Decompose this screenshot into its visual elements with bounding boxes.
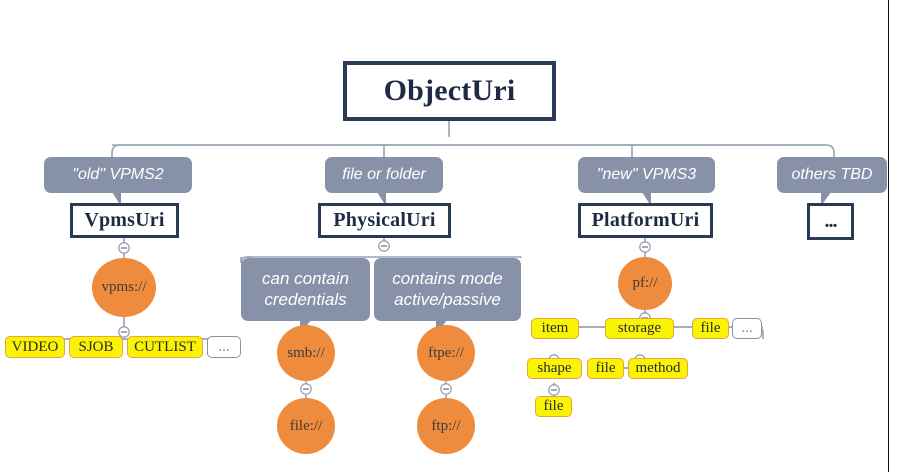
term-label: file bbox=[595, 360, 616, 376]
class-box-label: ... bbox=[824, 210, 838, 232]
callout-others-tbd: others TBD bbox=[777, 157, 887, 206]
term-label: SJOB bbox=[78, 338, 114, 355]
term-label: storage bbox=[617, 320, 662, 336]
callout-line: others TBD bbox=[791, 165, 873, 183]
callout-line: "new" VPMS3 bbox=[596, 165, 697, 183]
scheme-label: ftpe:// bbox=[428, 344, 464, 361]
scheme-ellipse-pf[interactable]: pf:// bbox=[618, 257, 672, 310]
callout-contains-mode: contains mode active/passive bbox=[374, 258, 521, 335]
term-box-file-platform[interactable]: file bbox=[692, 318, 729, 339]
callout-line: "old" VPMS2 bbox=[72, 165, 164, 183]
class-box-objecturi[interactable]: ObjectUri bbox=[343, 61, 556, 121]
term-box-shape[interactable]: shape bbox=[527, 358, 582, 379]
term-box-video[interactable]: VIDEO bbox=[5, 336, 65, 358]
term-box-cutlist[interactable]: CUTLIST bbox=[127, 336, 203, 358]
term-label: ... bbox=[741, 320, 753, 336]
class-box-label: ObjectUri bbox=[383, 74, 516, 107]
term-label: method bbox=[635, 360, 681, 376]
scheme-ellipse-file[interactable]: file:// bbox=[277, 398, 335, 454]
term-box-more-platform[interactable]: ... bbox=[732, 318, 762, 339]
callout-can-contain-credentials: can contain credentials bbox=[241, 258, 370, 335]
class-box-label: PlatformUri bbox=[591, 209, 700, 231]
term-box-item[interactable]: item bbox=[531, 318, 579, 339]
term-box-more-vpms[interactable]: ... bbox=[207, 336, 241, 358]
class-box-label: PhysicalUri bbox=[333, 209, 436, 231]
term-label: ... bbox=[218, 338, 230, 355]
term-label: file bbox=[700, 320, 721, 336]
scheme-label: file:// bbox=[289, 417, 323, 434]
scheme-ellipse-vpms[interactable]: vpms:// bbox=[92, 258, 156, 317]
scheme-label: pf:// bbox=[632, 275, 658, 291]
class-box-vpmsuri[interactable]: VpmsUri bbox=[70, 203, 179, 238]
term-label: item bbox=[541, 320, 569, 336]
callout-line: credentials bbox=[264, 289, 347, 309]
callout-file-or-folder: file or folder bbox=[325, 157, 443, 206]
term-box-sjob[interactable]: SJOB bbox=[69, 336, 123, 358]
scheme-label: smb:// bbox=[287, 344, 325, 361]
callout-new-vpms3: "new" VPMS3 bbox=[578, 157, 715, 206]
term-box-storage[interactable]: storage bbox=[605, 318, 674, 339]
callout-line: active/passive bbox=[394, 289, 501, 309]
scheme-ellipse-ftpe[interactable]: ftpe:// bbox=[417, 325, 475, 381]
scheme-label: ftp:// bbox=[431, 417, 461, 434]
term-label: CUTLIST bbox=[134, 338, 196, 355]
term-label: shape bbox=[537, 360, 572, 376]
term-box-method[interactable]: method bbox=[628, 358, 688, 379]
term-box-file-storage[interactable]: file bbox=[587, 358, 624, 379]
class-box-label: VpmsUri bbox=[84, 209, 165, 231]
class-box-others[interactable]: ... bbox=[807, 203, 854, 240]
term-label: file bbox=[543, 398, 564, 414]
callout-old-vpms2: "old" VPMS2 bbox=[44, 157, 192, 206]
callout-line: can contain bbox=[262, 269, 349, 289]
term-label: VIDEO bbox=[11, 338, 59, 355]
scheme-label: vpms:// bbox=[101, 279, 147, 295]
callout-line: contains mode bbox=[392, 269, 503, 289]
term-box-file-shape[interactable]: file bbox=[535, 396, 572, 417]
page-edge-rule bbox=[888, 0, 889, 472]
scheme-ellipse-smb[interactable]: smb:// bbox=[277, 325, 335, 381]
scheme-ellipse-ftp[interactable]: ftp:// bbox=[417, 398, 475, 454]
callout-line: file or folder bbox=[342, 165, 426, 183]
class-box-physicaluri[interactable]: PhysicalUri bbox=[318, 203, 451, 238]
class-box-platformuri[interactable]: PlatformUri bbox=[578, 203, 713, 238]
